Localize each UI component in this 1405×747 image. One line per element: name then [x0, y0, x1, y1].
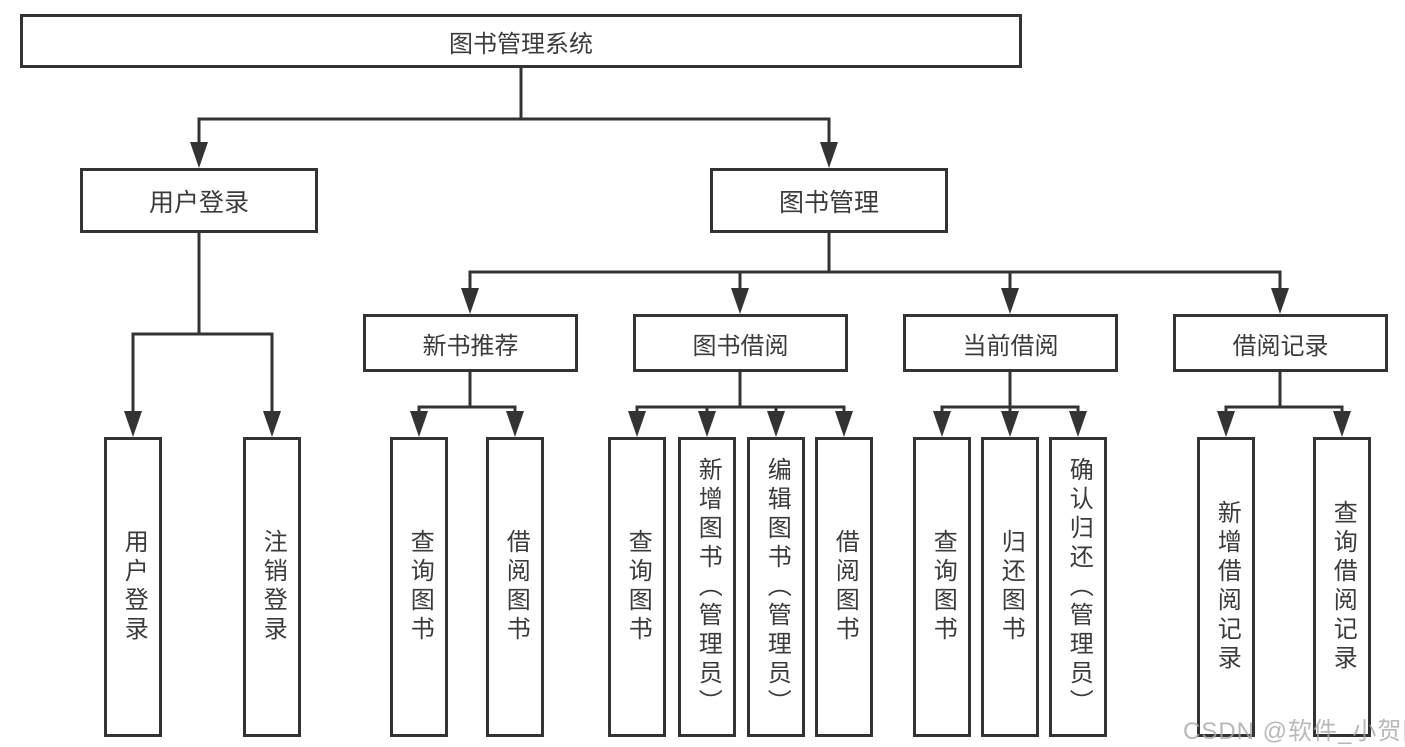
- leaf-query-borrow-record: 查询借阅记录: [1313, 437, 1371, 737]
- node-label: 新增借阅记录: [1213, 500, 1241, 674]
- node-book-borrowing: 图书借阅: [633, 314, 848, 372]
- leaf-add-books-admin: 新增图书（管理员）: [678, 437, 736, 737]
- leaf-confirm-return-admin: 确认归还（管理员）: [1049, 437, 1107, 737]
- node-label: 确认归还（管理员）: [1065, 456, 1093, 718]
- node-label: 查询图书: [929, 529, 957, 645]
- leaf-edit-books-admin: 编辑图书（管理员）: [747, 437, 805, 737]
- node-label: 新增图书（管理员）: [694, 456, 722, 718]
- leaf-logout: 注销登录: [243, 437, 301, 737]
- node-label: 用户登录: [120, 529, 148, 645]
- node-new-book-recommendation: 新书推荐: [363, 314, 578, 372]
- node-label: 图书管理: [778, 188, 879, 217]
- node-label: 编辑图书（管理员）: [763, 456, 791, 718]
- leaf-query-books-borrowing: 查询图书: [608, 437, 666, 737]
- node-label: 归还图书: [997, 529, 1025, 645]
- node-label: 当前借阅: [962, 332, 1059, 360]
- node-label: 图书借阅: [692, 332, 789, 360]
- node-user-login: 用户登录: [80, 168, 318, 233]
- node-label: 借阅图书: [502, 529, 530, 645]
- leaf-borrow-books-recommend: 借阅图书: [486, 437, 544, 737]
- node-current-borrowing: 当前借阅: [903, 314, 1118, 372]
- leaf-add-borrow-record: 新增借阅记录: [1197, 437, 1255, 737]
- node-borrowing-records: 借阅记录: [1173, 314, 1388, 372]
- leaf-user-login: 用户登录: [104, 437, 162, 737]
- node-library-management-system: 图书管理系统: [20, 14, 1022, 68]
- node-label: 借阅记录: [1232, 332, 1329, 360]
- leaf-borrow-books: 借阅图书: [815, 437, 873, 737]
- csdn-watermark: CSDN @软件_小贺同学: [1183, 718, 1405, 745]
- node-label: 新书推荐: [422, 332, 519, 360]
- leaf-return-books: 归还图书: [981, 437, 1039, 737]
- node-label: 查询借阅记录: [1329, 500, 1357, 674]
- node-label: 查询图书: [406, 529, 434, 645]
- node-label: 图书管理系统: [449, 30, 593, 58]
- node-label: 用户登录: [148, 188, 249, 217]
- node-label: 查询图书: [624, 529, 652, 645]
- node-label: 注销登录: [259, 529, 287, 645]
- leaf-query-books-current: 查询图书: [913, 437, 971, 737]
- node-label: 借阅图书: [831, 529, 859, 645]
- leaf-query-books-recommend: 查询图书: [390, 437, 448, 737]
- arrowheads: [124, 142, 1351, 437]
- node-book-management: 图书管理: [710, 168, 948, 233]
